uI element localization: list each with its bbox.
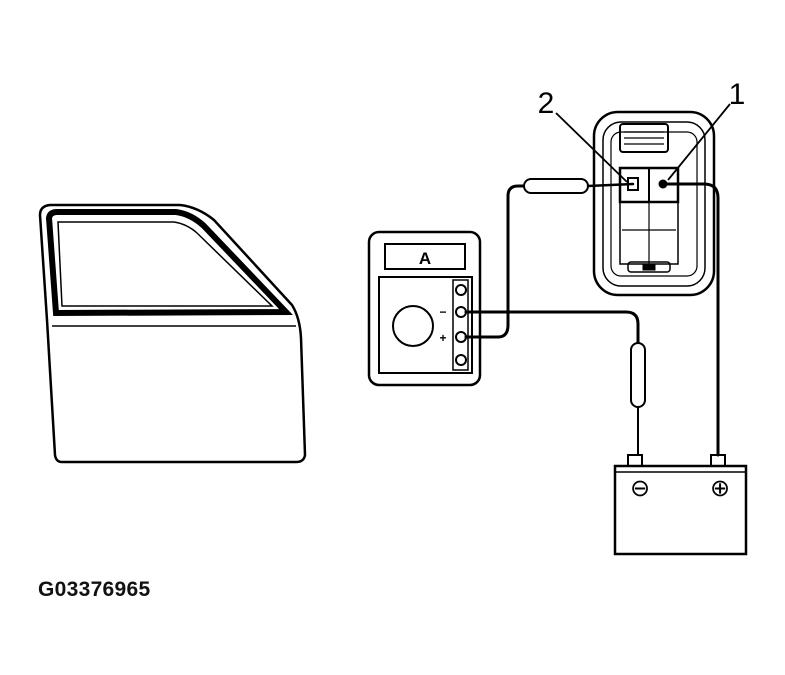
probe-tip-terminal-2 [586,182,635,188]
multimeter: A − + [367,230,482,387]
figure-id: G03376965 [38,578,151,601]
relay-box-inner [602,121,706,287]
jack-4 [455,354,467,366]
probe-battery-negative [630,342,646,408]
callouts: 1 2 [538,78,746,183]
battery-positive-symbol: ⊕ [710,475,730,502]
multimeter-dial [392,305,434,347]
callout-2-leader [555,112,628,183]
multimeter-display-label: A [419,249,431,268]
jack-1 [455,284,467,296]
battery: ⊖ ⊕ [613,454,748,556]
callout-1-leader [667,103,731,181]
door-window-frame [45,209,293,317]
relay-top-tab [619,123,669,153]
callout-1-number: 1 [729,78,746,111]
car-door [38,203,307,464]
wire-meter-to-terminal-2 [464,184,528,339]
door-outline [38,203,307,464]
jack-minus-label: − [439,305,446,319]
wires [464,178,720,457]
wire-terminal-1-to-battery-positive [662,182,720,457]
battery-body [613,464,748,556]
multimeter-jack-strip [452,279,469,371]
battery-negative-symbol: ⊖ [630,475,650,502]
relay-bottom-notch [642,263,656,271]
relay-bottom-latch [627,261,671,273]
relay-box [592,110,716,297]
jack-plus-label: + [439,331,446,345]
wire-meter-to-battery-negative [464,310,640,346]
door-window-inner [57,221,274,307]
callout-2-number: 2 [538,87,555,120]
multimeter-display [384,243,466,270]
relay-box-housing [592,110,716,297]
probe-terminal-2 [523,178,589,194]
